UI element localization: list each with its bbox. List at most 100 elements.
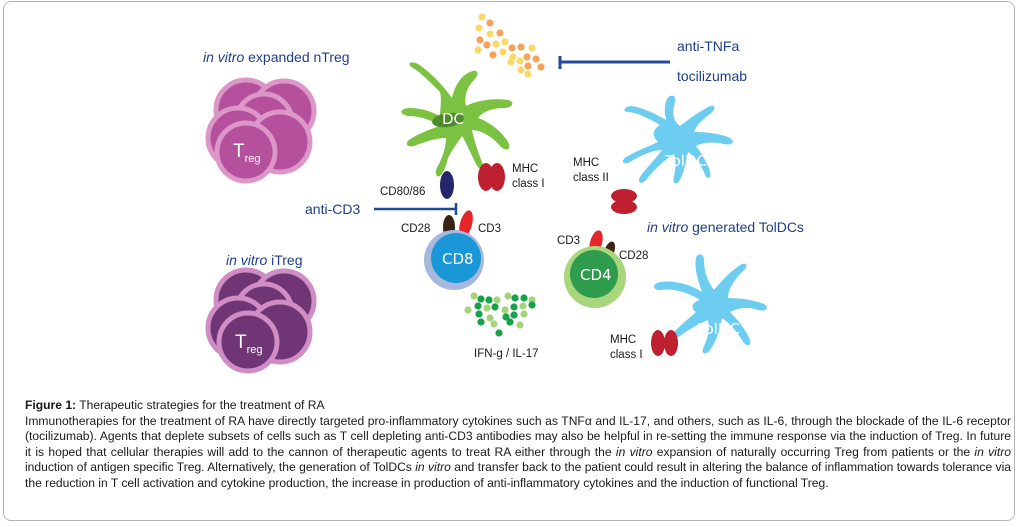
toldcs-title: in vitro generated TolDCs — [647, 219, 804, 235]
cytokine-dot — [476, 36, 484, 44]
cytokine-dot — [486, 19, 494, 27]
figure-title: Therapeutic strategies for the treatment… — [76, 398, 325, 412]
cd8-label: CD8 — [442, 250, 474, 268]
itreg-title: in vitro iTreg — [226, 252, 303, 268]
treg-cell — [216, 310, 280, 374]
caption-italic: in vitro — [415, 460, 451, 475]
caption-text: and transfer back to the patient could r… — [25, 460, 1011, 490]
figure-frame — [3, 1, 1015, 521]
dendritic-cell: DC — [401, 62, 513, 177]
cytokine-dot — [470, 292, 478, 300]
cytokine-dot — [508, 44, 516, 52]
cytokine-dot — [501, 38, 509, 46]
cytokine-dot — [524, 70, 532, 78]
cd4-cell — [570, 250, 618, 298]
caption-text: expansion of naturally occurring Treg fr… — [652, 444, 975, 459]
tocilizumab-label: tocilizumab — [677, 68, 747, 84]
cytokine-dot — [483, 304, 491, 312]
cytokine-dot — [477, 318, 485, 326]
cytokine-dot — [502, 313, 510, 321]
toldc-label-top: TolDC — [664, 152, 707, 170]
ntreg-cluster: Treg — [205, 77, 317, 184]
cytokine-dot — [519, 302, 527, 310]
caption-title: Figure 1: Therapeutic strategies for the… — [25, 398, 1011, 414]
ntreg-title: in vitro expanded nTreg — [203, 49, 350, 65]
cytokine-dot — [475, 310, 483, 318]
cytokine-dot — [493, 296, 501, 304]
caption-text: induction of antigen specific Treg. Alte… — [25, 460, 416, 475]
figure-caption: Figure 1: Therapeutic strategies for the… — [25, 398, 1011, 492]
cd28-label-cd4: CD28 — [619, 250, 648, 262]
mhc-class-ii-toldc — [611, 189, 637, 214]
cytokine-dot — [504, 292, 512, 300]
cytokine-dot — [516, 321, 524, 329]
anti-cd3-label: anti-CD3 — [305, 201, 360, 217]
cytokine-dot — [506, 318, 514, 326]
cytokine-dot — [495, 329, 503, 337]
cytokine-dot — [485, 296, 493, 304]
treg-cell — [214, 120, 278, 184]
cytokine-dot — [523, 53, 531, 61]
cytokine-dot — [499, 48, 507, 56]
cytokine-dot — [520, 294, 528, 302]
cytokine-dot — [474, 46, 482, 54]
cytokine-dot — [490, 320, 498, 328]
anti-cd3-inhibition-line — [374, 203, 458, 215]
cytokine-dot — [486, 314, 494, 322]
cytokine-dot — [524, 62, 532, 70]
mhc-class-i-toldc — [651, 330, 678, 356]
caption-italic: in vitro — [974, 444, 1011, 459]
cytokine-dot — [520, 310, 528, 318]
cytokine-dot — [517, 43, 525, 51]
cytokine-dot — [528, 301, 536, 309]
itreg-cluster: Treg — [205, 267, 317, 374]
tnf-cytokine-dots — [474, 13, 545, 78]
cytokine-dot — [517, 66, 525, 74]
cytokine-dot — [510, 311, 518, 319]
cytokine-dot — [489, 51, 497, 59]
caption-italic: in vitro — [615, 444, 653, 459]
dc-label: DC — [442, 110, 464, 128]
treg-label: Treg — [235, 332, 263, 356]
cytokine-dot — [510, 303, 518, 311]
cytokine-dot — [492, 40, 500, 48]
cytokine-dot — [478, 13, 486, 21]
cytokine-dot — [486, 30, 494, 38]
cytokine-dot — [496, 29, 504, 37]
cytokine-dot — [507, 58, 515, 66]
caption-body: Immunotherapies for the treatment of RA … — [25, 414, 1011, 492]
cd80-86-label: CD80/86 — [380, 186, 425, 198]
cytokine-dot — [532, 55, 540, 63]
cd80-86-receptor — [440, 171, 454, 199]
toldc-label-bottom: TolDC — [697, 320, 740, 338]
cd4-label: CD4 — [580, 266, 612, 284]
cytokine-dot — [511, 294, 519, 302]
cytokine-dot — [477, 295, 485, 303]
toldc-cell-bottom: TolDC — [654, 254, 767, 354]
cytokine-dot — [491, 303, 499, 311]
cytokine-dot — [516, 57, 524, 65]
cd3-receptor-cd8 — [459, 210, 473, 238]
diagram: Treg in vitro expanded nTreg Treg in vit… — [203, 13, 804, 374]
cd3-label-cd8: CD3 — [478, 223, 501, 235]
cytokine-dot — [464, 306, 472, 314]
figure-label: Figure 1: — [25, 398, 77, 412]
ifn-il17-cytokine-dots — [464, 292, 536, 337]
caption-text: Immunotherapies for the treatment of RA … — [25, 413, 1011, 459]
ifn-il17-label: IFN-g / IL-17 — [474, 348, 539, 360]
anti-tnfa-label: anti-TNFa — [677, 38, 739, 54]
cytokine-dot — [475, 24, 483, 32]
mhc-class-i-dc — [478, 163, 505, 191]
cytokine-dot — [528, 44, 536, 52]
cd28-label-cd8: CD28 — [401, 223, 430, 235]
cytokine-dot — [483, 41, 491, 49]
cd3-label-cd4: CD3 — [557, 235, 580, 247]
anti-tnf-inhibition-line — [558, 56, 670, 69]
cytokine-dot — [537, 63, 545, 71]
toldc-cell-top: TolDC — [622, 95, 733, 184]
cd8-cell — [431, 233, 481, 283]
treg-label: Treg — [233, 141, 261, 165]
